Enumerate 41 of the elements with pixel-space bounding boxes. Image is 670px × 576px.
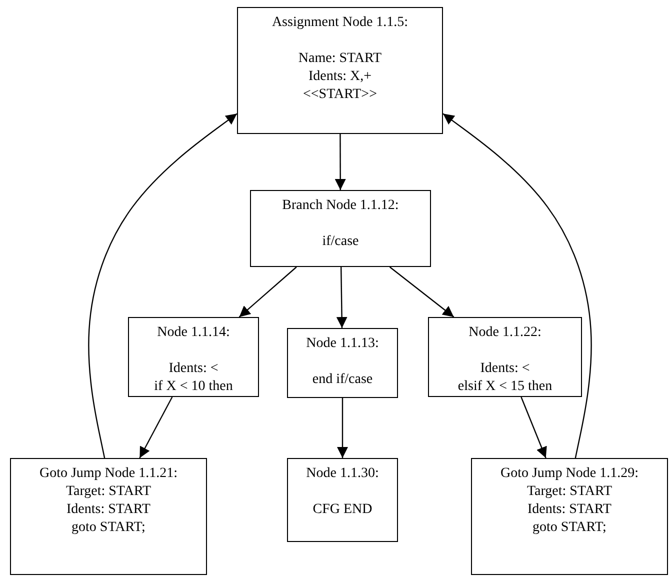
node-box [428, 317, 582, 397]
node-box [287, 328, 398, 398]
node-box [10, 458, 207, 575]
node-text: CFG END [312, 501, 372, 519]
node-title: Assignment Node 1.1.5: [272, 14, 408, 32]
node-text: goto START; [532, 519, 606, 537]
node-box [250, 190, 431, 267]
arrow [442, 113, 592, 458]
node-title: Node 1.1.14: [157, 324, 230, 342]
node-title: Goto Jump Node 1.1.29: [500, 465, 639, 483]
arrow [336, 266, 348, 328]
node-text: Target: START [66, 483, 152, 501]
node-title: Goto Jump Node 1.1.21: [39, 465, 178, 483]
node-title: Node 1.1.22: [468, 324, 542, 342]
node-text: if/case [322, 233, 359, 251]
arrow [337, 398, 348, 458]
arrow [520, 396, 547, 458]
node-text: end if/case [312, 371, 373, 389]
arrow [334, 134, 346, 190]
node-text: Idents: < [480, 360, 530, 378]
node-text: if X < 10 then [154, 378, 233, 396]
node-text: elsif X < 15 then [458, 378, 552, 396]
node-text: Idents: < [168, 360, 218, 378]
node-box [471, 458, 668, 575]
node-title: Branch Node 1.1.12: [282, 197, 399, 215]
arrow [88, 113, 238, 458]
arrow [389, 266, 454, 318]
node-box [237, 7, 443, 134]
arrow [139, 396, 173, 458]
node-box [128, 317, 259, 397]
node-text: goto START; [72, 519, 146, 537]
node-text: Idents: START [528, 501, 612, 519]
node-text: <<START>> [303, 86, 377, 104]
node-title: Node 1.1.13: [306, 335, 379, 353]
node-text: Idents: X,+ [308, 68, 372, 86]
node-title: Node 1.1.30: [306, 465, 379, 483]
node-text: Name: START [298, 50, 382, 68]
arrow [238, 266, 297, 318]
node-box [287, 458, 398, 542]
node-text: Idents: START [66, 501, 150, 519]
node-text: Target: START [526, 483, 612, 501]
